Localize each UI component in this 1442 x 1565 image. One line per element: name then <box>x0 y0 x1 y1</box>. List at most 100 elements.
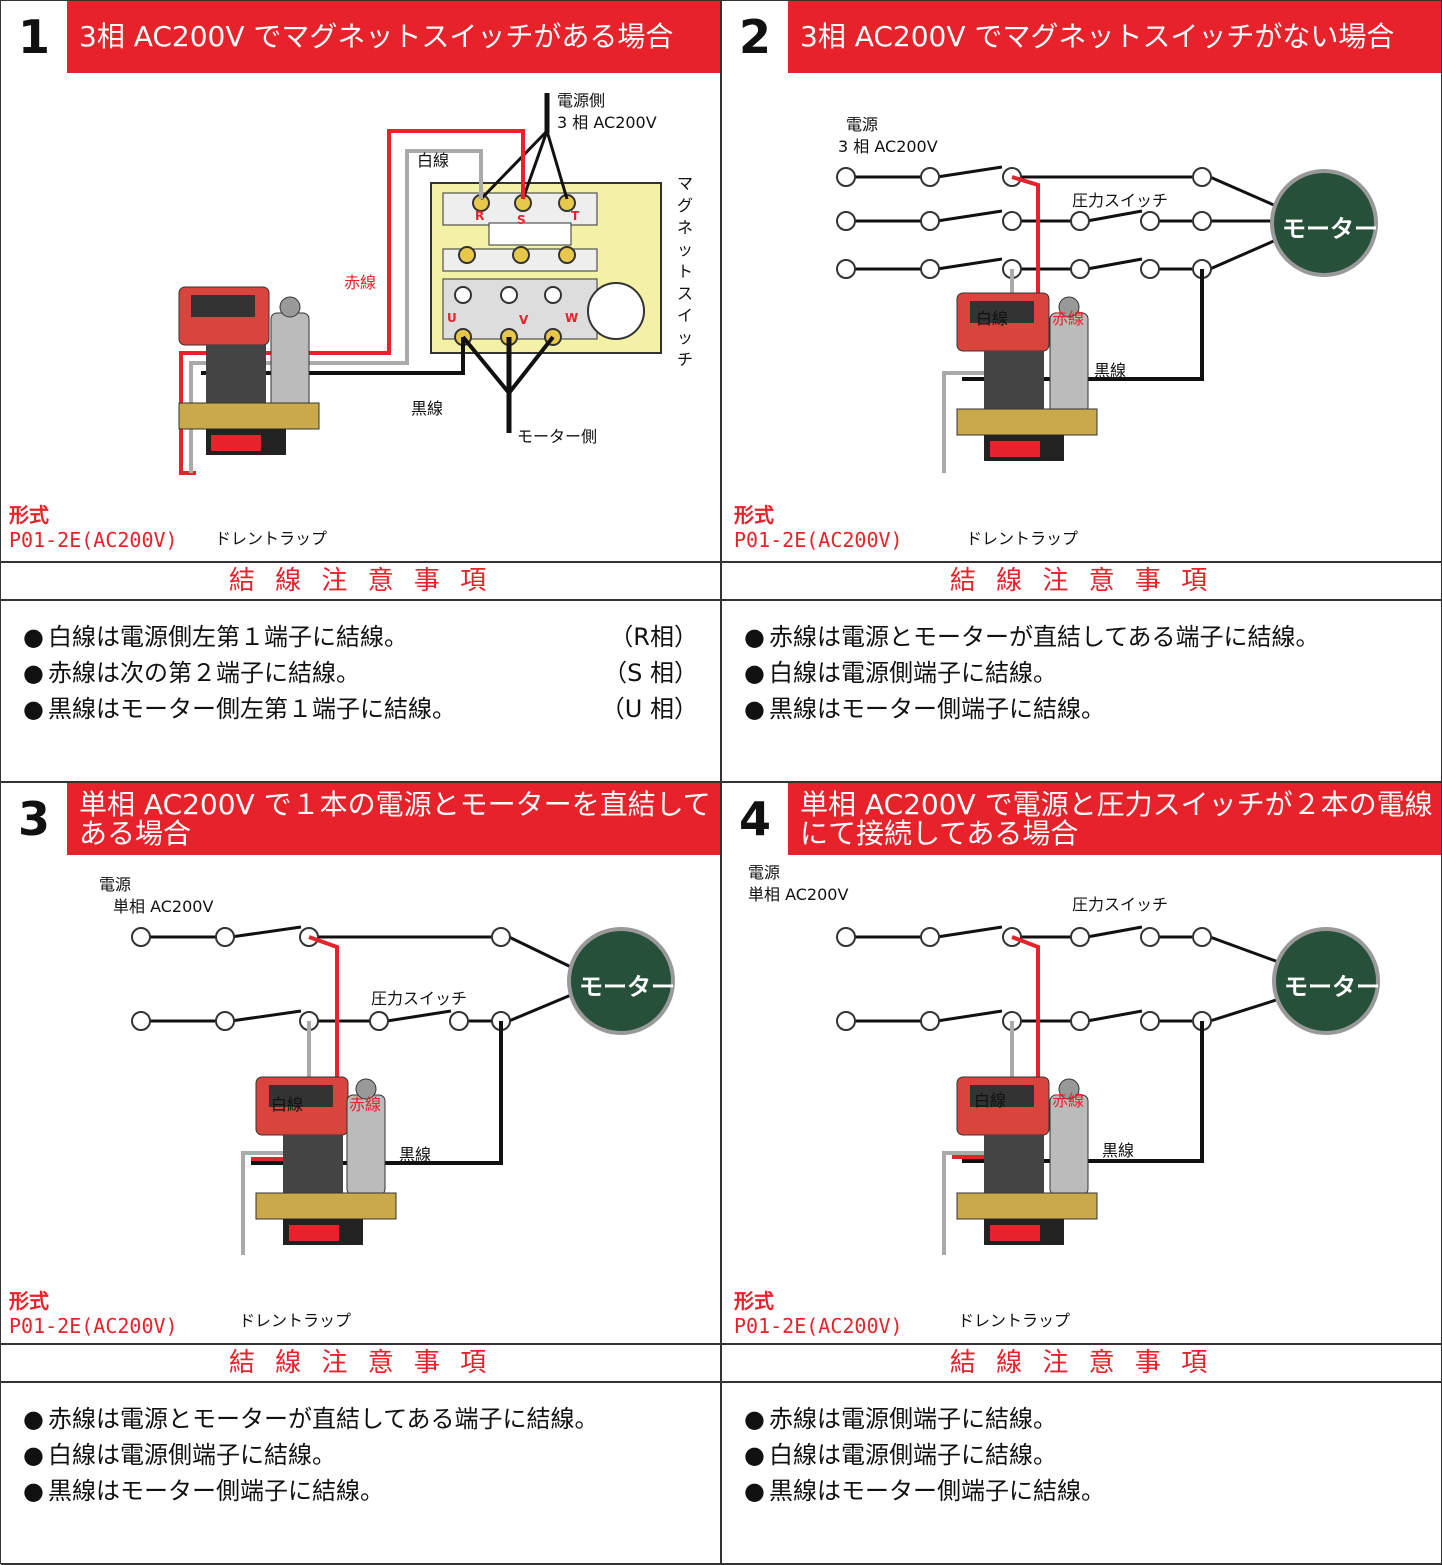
wiring-diagram-2: 電源 3 相 AC200V 圧力スイッチ モーター 白線 赤線 黒線 ドレントラ… <box>722 73 1441 561</box>
wiring-diagram-2-svg <box>836 165 1378 473</box>
note-text: 赤線は次の第２端子に結線。 <box>47 659 360 687</box>
note-item: ●黒線はモーター側端子に結線。 <box>744 691 1433 727</box>
motor-label: モーター <box>1284 973 1380 1001</box>
drain-trap-label: ドレントラップ <box>958 1311 1071 1330</box>
drain-trap-device <box>956 1076 1098 1245</box>
notes-header: 結 線 注 意 事 項 <box>1 1343 720 1383</box>
model-label: 形式 P01-2E(AC200V) <box>9 499 178 552</box>
drain-trap-label: ドレントラップ <box>215 529 328 548</box>
white-wire-label: 白線 <box>417 151 450 170</box>
notes-list: ●赤線は電源とモーターが直結してある端子に結線。 ●白線は電源側端子に結線。 ●… <box>23 1401 712 1509</box>
power-spec-label: 3 相 AC200V <box>838 137 938 156</box>
note-item: ●白線は電源側端子に結線。 <box>23 1437 712 1473</box>
note-text: 赤線は電源側端子に結線。 <box>768 1405 1057 1433</box>
model-title: 形式 <box>734 1289 774 1313</box>
terminal-circles <box>836 927 1212 1031</box>
motor-circle <box>567 927 675 1035</box>
contact-window <box>488 222 572 246</box>
power-spec-label: 単相 AC200V <box>748 885 849 904</box>
model-title: 形式 <box>9 503 49 527</box>
model-value: P01-2E(AC200V) <box>9 1314 178 1338</box>
note-phase: （U 相） <box>600 695 698 723</box>
note-item: ●黒線はモーター側端子に結線。 <box>744 1473 1433 1509</box>
note-item: ●白線は電源側端子に結線。 <box>744 1437 1433 1473</box>
note-item: ●白線は電源側端子に結線。 <box>744 655 1433 691</box>
terminal-v: V <box>519 313 529 327</box>
note-phase: （R相） <box>609 623 698 651</box>
black-wire-label: 黒線 <box>1102 1141 1135 1160</box>
panel-3: 3 単相 AC200V で１本の電源とモーターを直結してある場合 <box>1 783 722 1565</box>
panel-4-header: 4 単相 AC200V で電源と圧力スイッチが２本の電線にて接続してある場合 <box>722 783 1441 855</box>
note-text: 黒線はモーター側端子に結線。 <box>768 695 1105 723</box>
note-text: 白線は電源側左第１端子に結線。 <box>47 623 408 651</box>
white-wire <box>189 149 483 473</box>
terminal-t: T <box>571 209 580 223</box>
drain-trap-device <box>956 292 1098 461</box>
terminal-r: R <box>475 209 485 223</box>
drain-trap-device <box>178 286 320 455</box>
pressure-switch-label: 圧力スイッチ <box>371 989 468 1008</box>
model-title: 形式 <box>734 503 774 527</box>
white-wire-label: 白線 <box>271 1095 304 1114</box>
note-text: 白線は電源側端子に結線。 <box>768 659 1057 687</box>
note-item: ●黒線はモーター側端子に結線。 <box>23 1473 712 1509</box>
black-wire-label: 黒線 <box>411 399 444 418</box>
model-value: P01-2E(AC200V) <box>734 1314 903 1338</box>
notes-list: ●赤線は電源とモーターが直結してある端子に結線。 ●白線は電源側端子に結線。 ●… <box>744 619 1433 727</box>
notes-header: 結 線 注 意 事 項 <box>722 1343 1441 1383</box>
note-item: ●赤線は次の第２端子に結線。（S 相） <box>23 655 712 691</box>
motor-circle <box>1270 169 1378 277</box>
motor-label: モーター <box>579 973 675 1001</box>
black-wire-label: 黒線 <box>399 1145 432 1164</box>
power-spec-label: 3 相 AC200V <box>557 113 657 132</box>
red-wire-label: 赤線 <box>344 273 377 292</box>
notes-header: 結 線 注 意 事 項 <box>1 561 720 601</box>
red-wire-label: 赤線 <box>1052 309 1085 328</box>
drain-trap-label: ドレントラップ <box>966 529 1079 548</box>
panel-title: 単相 AC200V で１本の電源とモーターを直結してある場合 <box>67 783 720 855</box>
model-value: P01-2E(AC200V) <box>9 528 178 552</box>
motor-circle <box>1272 927 1380 1035</box>
note-item: ●白線は電源側左第１端子に結線。（R相） <box>23 619 712 655</box>
red-wire-label: 赤線 <box>349 1095 382 1114</box>
wiring-diagram-1: 電源側 3 相 AC200V 白線 赤線 黒線 マグネットスイッチ モーター側 … <box>1 73 720 561</box>
note-text: 黒線はモーター側左第１端子に結線。 <box>47 695 456 723</box>
note-text: 赤線は電源とモーターが直結してある端子に結線。 <box>47 1405 599 1433</box>
note-item: ●黒線はモーター側左第１端子に結線。（U 相） <box>23 691 712 727</box>
model-label: 形式 P01-2E(AC200V) <box>734 1285 903 1338</box>
power-label: 電源 <box>748 863 781 882</box>
terminal-w: W <box>565 311 579 325</box>
power-label: 電源 <box>99 875 132 894</box>
note-text: 黒線はモーター側端子に結線。 <box>47 1477 384 1505</box>
model-label: 形式 P01-2E(AC200V) <box>9 1285 178 1338</box>
power-label: 電源 <box>846 115 879 134</box>
wiring-diagram-3-svg <box>131 925 675 1255</box>
panel-title: 3相 AC200V でマグネットスイッチがある場合 <box>67 1 720 73</box>
red-wire <box>179 129 525 475</box>
motor-side-label: モーター側 <box>517 427 598 446</box>
notes-list: ●白線は電源側左第１端子に結線。（R相） ●赤線は次の第２端子に結線。（S 相）… <box>23 619 712 727</box>
panel-2-header: 2 3相 AC200V でマグネットスイッチがない場合 <box>722 1 1441 73</box>
note-text: 白線は電源側端子に結線。 <box>47 1441 336 1469</box>
note-text: 赤線は電源とモーターが直結してある端子に結線。 <box>768 623 1320 651</box>
panel-1: 1 3相 AC200V でマグネットスイッチがある場合 <box>1 1 722 783</box>
terminal-s: S <box>517 213 526 227</box>
motor-label: モーター <box>1282 215 1378 243</box>
note-text: 白線は電源側端子に結線。 <box>768 1441 1057 1469</box>
panel-title: 単相 AC200V で電源と圧力スイッチが２本の電線にて接続してある場合 <box>788 783 1441 855</box>
power-spec-label: 単相 AC200V <box>113 897 214 916</box>
black-wire-label: 黒線 <box>1094 361 1127 380</box>
single-phase-lines <box>146 925 572 1023</box>
pressure-switch-label: 圧力スイッチ <box>1072 191 1169 210</box>
panel-number: 2 <box>722 1 788 73</box>
terminal-circles <box>836 167 1212 279</box>
wiring-diagram-4-svg <box>836 925 1380 1255</box>
note-text: 黒線はモーター側端子に結線。 <box>768 1477 1105 1505</box>
wiring-diagram-3: 電源 単相 AC200V 圧力スイッチ モーター 白線 赤線 黒線 ドレントラッ… <box>1 855 720 1343</box>
white-wire-label: 白線 <box>974 1091 1007 1110</box>
model-title: 形式 <box>9 1289 49 1313</box>
red-wire-label: 赤線 <box>1052 1091 1085 1110</box>
pressure-switch-label: 圧力スイッチ <box>1072 895 1169 914</box>
panel-2: 2 3相 AC200V でマグネットスイッチがない場合 <box>722 1 1442 783</box>
